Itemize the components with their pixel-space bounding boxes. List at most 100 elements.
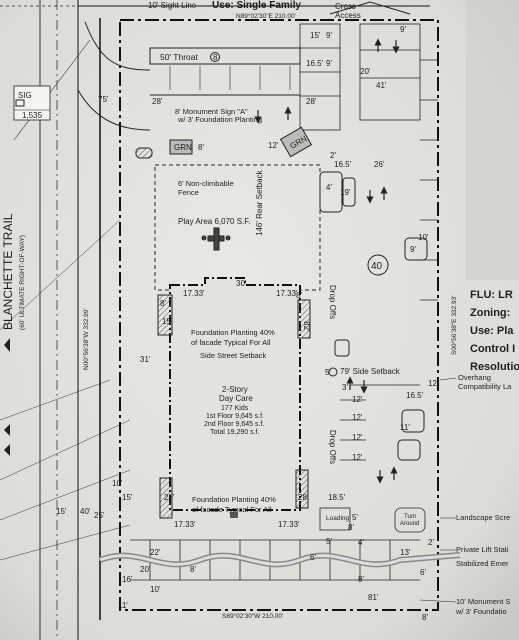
dim-5a: 5' xyxy=(325,368,331,377)
road-row: (60' ULTIMATE RIGHT-OF-WAY) xyxy=(19,235,26,330)
road-arrows xyxy=(4,338,10,456)
dim-75: 75' xyxy=(98,95,109,104)
dim-15b: 15' xyxy=(162,317,173,326)
dim-8b: 8' xyxy=(160,299,166,308)
stall-count: 40 xyxy=(371,261,383,272)
bottom-bearing: S89°02'30"W 210.00' xyxy=(222,612,283,620)
generator-pad-2: GRN xyxy=(279,126,313,158)
dim-16-5a: 16.5' xyxy=(306,59,324,68)
dim-8f: 8' xyxy=(348,523,354,532)
stall-count-circle xyxy=(367,254,389,276)
left-bearing: N00°56'38"W 332.99' xyxy=(82,308,90,370)
planter-small xyxy=(135,147,153,159)
road-name: BLANCHETTE TRAIL xyxy=(1,213,15,330)
dim-6b: 6' xyxy=(420,568,426,577)
generator-pad-1: GRN xyxy=(169,139,193,155)
dim-9a: 9' xyxy=(326,31,332,40)
dim-10: 10' xyxy=(418,233,429,242)
dim-16-5c: 16.5' xyxy=(406,391,424,400)
dim-81: 81' xyxy=(368,593,379,602)
dim-10b: 10' xyxy=(112,479,123,488)
dim-8d: 8' xyxy=(190,565,196,574)
dim-11: 11' xyxy=(400,423,410,432)
dim-17-33c: 17.33' xyxy=(174,520,196,529)
dim-8e: 8' xyxy=(422,613,428,622)
dim-12d: 12' xyxy=(352,413,363,422)
traffic-arrows xyxy=(254,38,400,484)
dim-20b: 20' xyxy=(140,565,151,574)
dim-28b: 28' xyxy=(306,97,317,106)
dim-31: 31' xyxy=(140,355,151,364)
side-street-setback-label: Side Street Setback xyxy=(200,351,267,360)
building-floor2: 2nd Floor 9,645 s.f. xyxy=(204,421,264,428)
dim-12c: 12' xyxy=(352,395,363,404)
dim-8c: 8' xyxy=(296,291,302,300)
dim-8a: 8' xyxy=(198,143,204,152)
building-kids: 177 Kids xyxy=(221,405,249,412)
dim-28d: 28' xyxy=(298,493,309,502)
use-label: Use: Single Family xyxy=(212,0,301,11)
dim-4b: 4' xyxy=(358,538,364,547)
dim-5c: 5' xyxy=(326,537,332,546)
curved-sidewalk-inner xyxy=(99,553,461,566)
dim-20: 20' xyxy=(360,67,371,76)
dim-12b: 12' xyxy=(428,379,439,388)
stabilized-label: Stabilized Emer xyxy=(456,559,509,568)
dim-9b: 9' xyxy=(326,59,332,68)
building-total: Total 19,290 s.f. xyxy=(210,429,259,436)
use-plan-label: Use: Pla xyxy=(470,325,514,337)
parking-right xyxy=(319,384,426,533)
dim-6: 6' xyxy=(310,553,316,562)
dim-19: 19' xyxy=(340,188,351,197)
svg-text:8: 8 xyxy=(213,53,218,62)
dim-5b: 5' xyxy=(352,513,358,522)
left-legend: SIG 1,535 xyxy=(13,85,51,121)
photo-margin xyxy=(466,0,519,280)
dim-12: 12' xyxy=(268,141,279,150)
dim-9d: 9' xyxy=(410,245,416,254)
dim-2b: 2' xyxy=(428,538,434,547)
dim-41: 41' xyxy=(376,81,387,90)
dim-16-5b: 16.5' xyxy=(334,160,352,169)
right-notes: FLU: LR Zoning: Use: Pla Control I Resol… xyxy=(419,289,519,616)
dim-15: 15' xyxy=(310,31,321,40)
svg-text:1,535: 1,535 xyxy=(22,111,43,120)
landscape-label: Landscape Scre xyxy=(456,513,510,522)
dim-3: 3' xyxy=(342,383,348,392)
dim-28a: 28' xyxy=(152,97,163,106)
monument-a-label: 8' Monument Sign "A" xyxy=(175,107,248,116)
building-footprint xyxy=(157,277,311,519)
drop-offs-bottom: Drop Offs xyxy=(328,430,337,464)
cross-access-label: Cross Access xyxy=(335,2,361,20)
rear-setback-label: 146' Rear Setback xyxy=(255,169,264,236)
marker-8 xyxy=(210,52,220,62)
monument-right-label: 10' Monument S xyxy=(456,597,510,606)
building-use: Day Care xyxy=(219,394,253,403)
turn-around-label: Turn Around xyxy=(400,514,419,527)
side-setback-79: 79' Side Setback xyxy=(340,367,401,376)
dim-18-5: 18.5' xyxy=(328,493,346,502)
drop-offs-top: Drop Offs xyxy=(328,285,337,319)
monument-a-sub: w/ 3' Foundation Planting xyxy=(177,115,262,124)
building-floor1: 1st Floor 9,645 s.f. xyxy=(206,413,264,420)
marker-5 xyxy=(328,367,338,377)
play-equipment xyxy=(201,227,231,251)
overhang-label: Overhang xyxy=(458,373,491,382)
zoning-label: Zoning: xyxy=(470,307,510,319)
loading-label: Loading xyxy=(326,515,350,522)
dim-30: 30' xyxy=(236,279,247,288)
top-strip: 10' Sight Line Use: Single Family N89°02… xyxy=(0,0,411,20)
dim-4: 4' xyxy=(326,183,332,192)
control-label: Control I xyxy=(470,343,515,355)
dim-16: 16' xyxy=(122,575,133,584)
play-area-fence xyxy=(154,164,321,291)
resolution-label: Resolutio xyxy=(470,361,519,373)
foundation-bottom-label: Foundation Planting 40% of facade Typica… xyxy=(192,495,278,514)
compat-label: Compatibility La xyxy=(458,382,512,391)
dim-12f: 12' xyxy=(352,453,363,462)
dim-11b: 11' xyxy=(118,601,128,610)
dim-15-b2: 15' xyxy=(122,493,133,502)
building-title: 2-Story xyxy=(222,385,248,394)
sight-line-label: 10' Sight Line xyxy=(148,1,197,10)
